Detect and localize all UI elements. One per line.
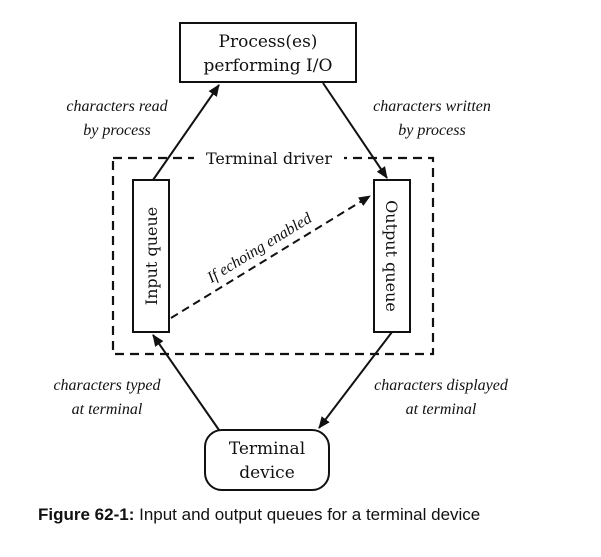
figure-caption-label: Figure 62-1: — [38, 505, 135, 524]
process-box — [179, 22, 357, 83]
figure-caption: Figure 62-1: Input and output queues for… — [38, 505, 598, 525]
terminal-driver-label: Terminal driver — [206, 149, 332, 168]
arrow-process-to-output — [322, 82, 388, 179]
chars-read-line1: characters read — [66, 98, 168, 115]
chars-typed-line2: at terminal — [72, 401, 143, 418]
input-queue-label: Input queue — [142, 207, 161, 305]
arrow-input-to-process — [152, 84, 220, 181]
chars-displayed-line1: characters displayed — [374, 377, 509, 394]
chars-written-line1: characters written — [373, 98, 491, 115]
terminal-io-diagram: Terminal driver Process(es) performing I… — [53, 22, 509, 491]
chars-displayed-line2: at terminal — [406, 401, 477, 418]
terminal-device-line1: Terminal — [229, 439, 305, 459]
echo-label: If echoing enabled — [204, 209, 316, 287]
input-queue-box — [132, 179, 170, 333]
arrow-output-to-terminal — [318, 331, 393, 429]
terminal-driver-region — [111, 156, 435, 356]
chars-read-line2: by process — [83, 122, 150, 139]
terminal-device-box — [204, 429, 330, 491]
process-box-line1: Process(es) — [219, 32, 318, 52]
terminal-device-line2: device — [239, 463, 295, 483]
arrow-terminal-to-input — [152, 334, 220, 431]
figure-caption-text: Input and output queues for a terminal d… — [139, 505, 481, 524]
arrow-echo-dashed — [170, 195, 371, 319]
chars-written-line2: by process — [398, 122, 465, 139]
output-queue-label: Output queue — [382, 200, 401, 312]
chars-typed-line1: characters typed — [53, 377, 161, 394]
terminal-driver-label-bg — [194, 146, 344, 168]
process-box-line2: performing I/O — [204, 56, 333, 76]
